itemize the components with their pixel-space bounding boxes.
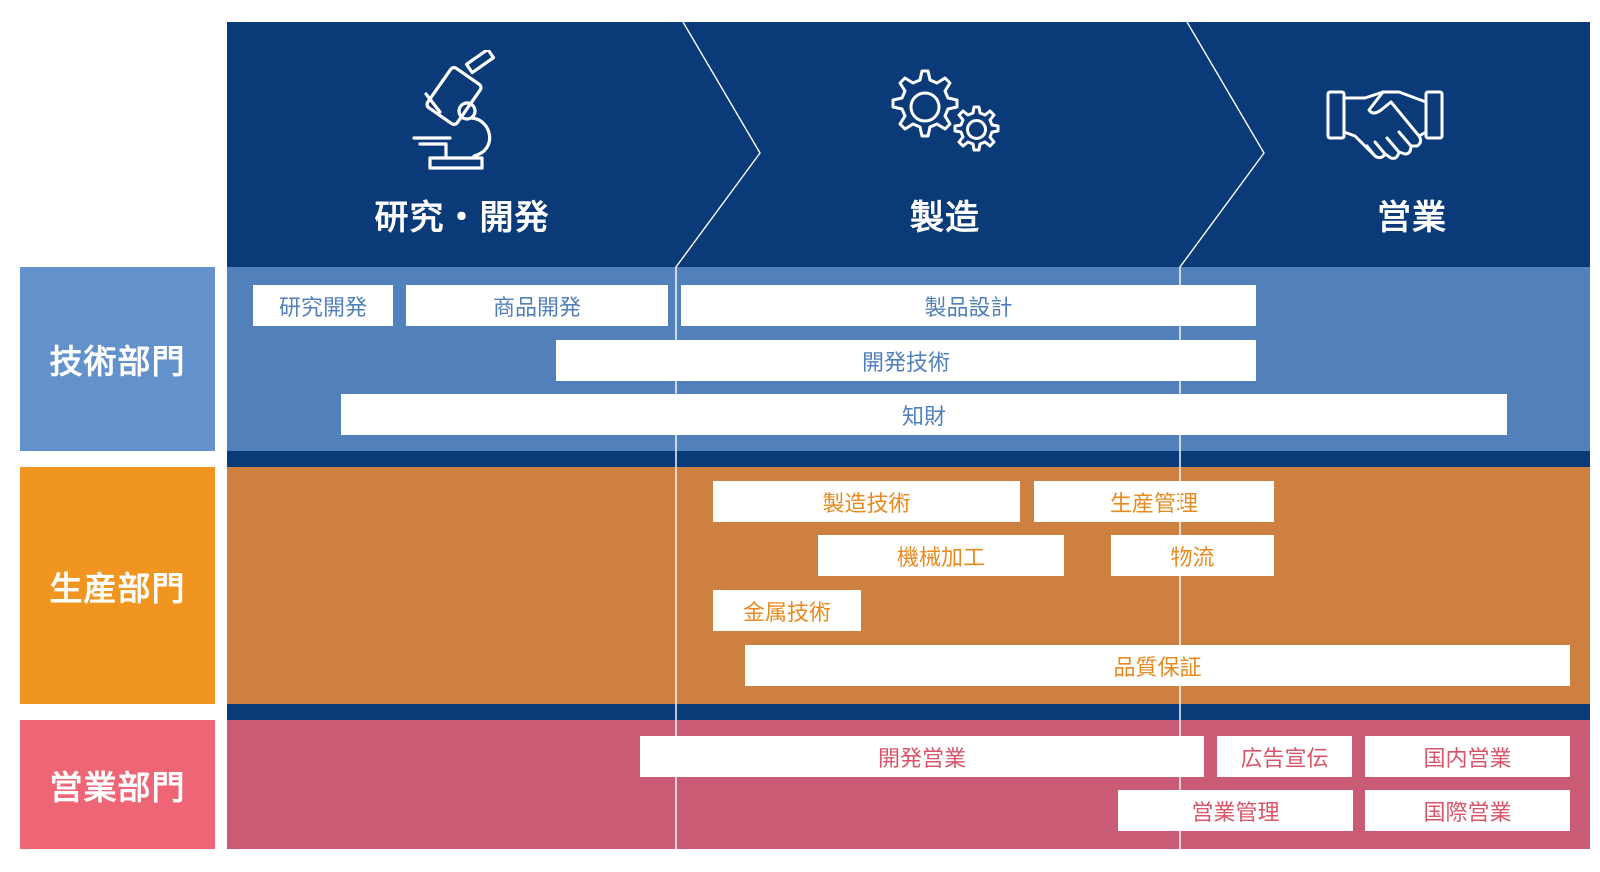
task-box-tech: 知財 [341, 394, 1507, 435]
task-box-sales: 国内営業 [1365, 736, 1570, 777]
handshake-icon [1326, 90, 1444, 160]
stage-header: 研究・開発 製造 営業 [227, 22, 1590, 267]
department-label-production: 生産部門 [20, 467, 215, 704]
task-box-sales: 開発営業 [640, 736, 1204, 777]
stage-title-manufacturing: 製造 [910, 198, 980, 238]
band-separator [227, 451, 1590, 467]
task-box-production: 生産管理 [1034, 481, 1274, 522]
task-box-production: 機械加工 [818, 535, 1064, 576]
stage-title-sales: 営業 [1377, 198, 1447, 238]
task-box-sales: 営業管理 [1118, 790, 1353, 831]
task-box-production: 物流 [1111, 535, 1274, 576]
department-label-sales: 営業部門 [20, 720, 215, 849]
task-box-production: 金属技術 [713, 590, 861, 631]
task-box-production: 製造技術 [713, 481, 1020, 522]
band-separator [227, 704, 1590, 720]
task-box-sales: 国際営業 [1365, 790, 1570, 831]
task-box-production: 品質保証 [745, 645, 1570, 686]
task-box-sales: 広告宣伝 [1217, 736, 1352, 777]
task-box-tech: 製品設計 [681, 285, 1256, 326]
gears-icon [891, 69, 1000, 152]
stage-title-research: 研究・開発 [374, 198, 550, 238]
task-box-tech: 開発技術 [556, 340, 1256, 381]
department-label-tech: 技術部門 [20, 267, 215, 451]
microscope-icon [412, 50, 496, 170]
task-box-tech: 研究開発 [253, 285, 393, 326]
task-box-tech: 商品開発 [406, 285, 668, 326]
